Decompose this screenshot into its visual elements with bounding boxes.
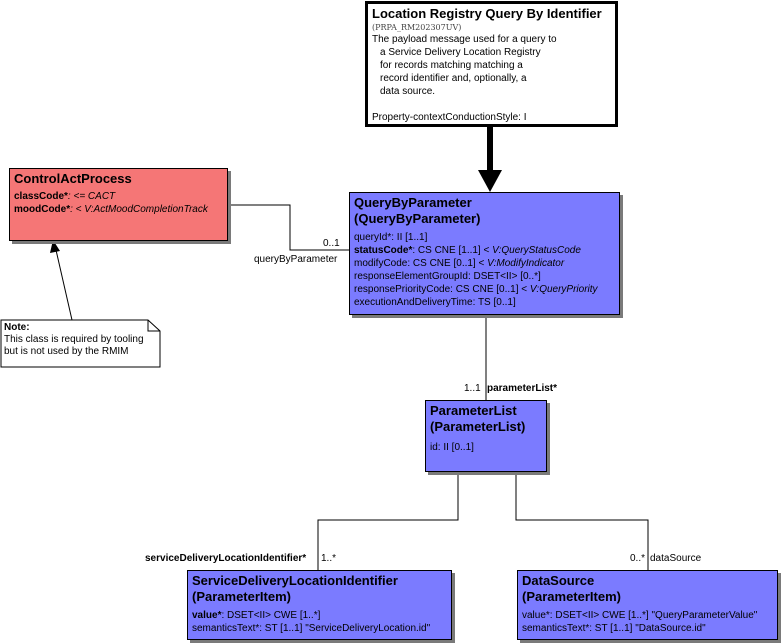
- control-act-process-title: ControlActProcess: [14, 171, 132, 186]
- control-act-process-box: ControlActProcess classCode*: <= CACT mo…: [9, 168, 228, 241]
- control-act-class-code: classCode*: <= CACT: [14, 191, 116, 202]
- entry-point-desc-4: data source.: [380, 86, 436, 97]
- qbp-multiplicity: 0..1: [323, 238, 340, 249]
- pl-role-label: parameterList*: [487, 383, 558, 394]
- note-connector: [55, 249, 73, 321]
- sdl-role-label: serviceDeliveryLocationIdentifier*: [145, 553, 307, 564]
- control-act-mood-code: moodCode*: < V:ActMoodCompletionTrack: [14, 204, 208, 215]
- pl-ds-connector: [515, 472, 649, 570]
- entry-arrowhead: [478, 170, 502, 192]
- query-by-parameter-title: QueryByParameter: [354, 195, 472, 210]
- sdl-identifier-title: ServiceDeliveryLocationIdentifier: [192, 573, 398, 588]
- ds-multiplicity: 0..*: [630, 553, 646, 564]
- qbp-attr-response-group: responseElementGroupId: DSET<II> [0..*]: [354, 271, 541, 282]
- qbp-attr-response-priority: responsePriorityCode: CS CNE [0..1] < V:…: [354, 284, 598, 295]
- note-shape: [0, 319, 161, 368]
- qbp-attr-status-code: statusCode*: CS CNE [1..1] < V:QueryStat…: [354, 245, 581, 256]
- note-line-1: This class is required by tooling: [4, 334, 144, 345]
- note-text: Note: This class is required by tooling …: [4, 322, 158, 358]
- entry-point-desc-1: a Service Delivery Location Registry: [380, 47, 541, 58]
- pl-sdl-connector: [317, 472, 459, 570]
- entry-point-desc-0: The payload message used for a query to: [372, 34, 557, 45]
- sdl-attr-value: value*: DSET<II> CWE [1..*]: [192, 610, 321, 621]
- qbp-attr-query-id: queryId*: II [1..1]: [354, 232, 428, 243]
- sdl-identifier-box: ServiceDeliveryLocationIdentifier (Param…: [187, 570, 452, 640]
- note-line-2: but is not used by the RMIM: [4, 346, 129, 357]
- parameter-list-title: ParameterList: [430, 403, 517, 418]
- data-source-attr-semantics: semanticsText*: ST [1..1] "DataSource.id…: [522, 623, 706, 634]
- cap-qbp-connector: [228, 204, 349, 251]
- data-source-subtitle: (ParameterItem): [522, 589, 621, 604]
- entry-point-title: Location Registry Query By Identifier: [372, 6, 602, 21]
- entry-point-desc-3: record identifier and, optionally, a: [380, 73, 527, 84]
- parameter-list-attr-id: id: II [0..1]: [430, 442, 474, 453]
- query-by-parameter-subtitle: (QueryByParameter): [354, 211, 481, 226]
- sdl-multiplicity: 1..*: [321, 553, 337, 564]
- data-source-box: DataSource (ParameterItem) value*: DSET<…: [517, 570, 778, 640]
- note-fold: [147, 320, 160, 332]
- ds-role-label: dataSource: [650, 553, 702, 564]
- qbp-attr-modify-code: modifyCode: CS CNE [0..1] < V:ModifyIndi…: [354, 258, 565, 269]
- entry-point-desc-2: for records matching matching a: [380, 60, 523, 71]
- parameter-list-subtitle: (ParameterList): [430, 419, 526, 434]
- note-heading: Note:: [4, 322, 30, 333]
- qbp-attr-execution-time: executionAndDeliveryTime: TS [0..1]: [354, 297, 516, 308]
- entry-point-id: (PRPA_RM202307UV): [372, 23, 462, 32]
- entry-point-property: Property-contextConductionStyle: I: [372, 112, 527, 123]
- data-source-attr-value: value*: DSET<II> CWE [1..*] "QueryParame…: [522, 610, 758, 621]
- query-by-parameter-box: QueryByParameter (QueryByParameter) quer…: [349, 192, 620, 315]
- entry-point-box: Location Registry Query By Identifier (P…: [365, 1, 618, 127]
- pl-multiplicity: 1..1: [464, 383, 481, 394]
- parameter-list-box: ParameterList (ParameterList) id: II [0.…: [425, 400, 547, 472]
- sdl-attr-semantics: semanticsText*: ST [1..1] "ServiceDelive…: [192, 623, 431, 634]
- sdl-identifier-subtitle: (ParameterItem): [192, 589, 291, 604]
- qbp-role-label: queryByParameter: [254, 254, 338, 265]
- data-source-title: DataSource: [522, 573, 595, 588]
- note-arrowhead: [50, 240, 60, 253]
